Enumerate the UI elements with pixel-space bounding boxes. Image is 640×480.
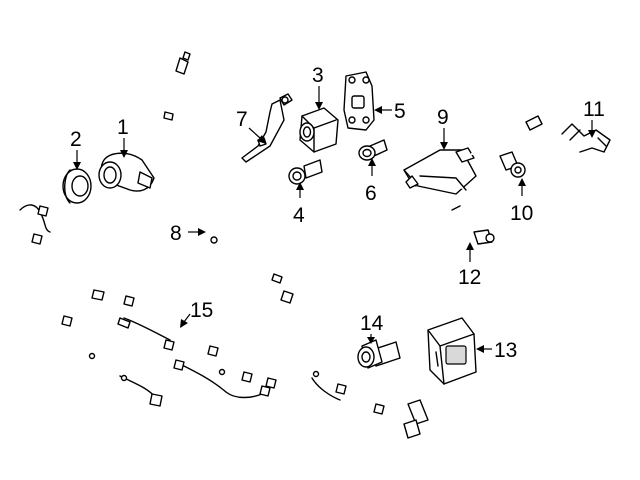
part-2-seal-ring — [62, 168, 92, 204]
part-13-control-module — [427, 317, 477, 385]
part-3-camera-module — [299, 107, 339, 153]
callout-12-label: 12 — [458, 266, 481, 289]
callout-15-label: 15 — [190, 299, 213, 322]
callout-8: 8 — [170, 222, 206, 245]
callout-3: 3 — [312, 64, 324, 110]
callout-8-label: 8 — [170, 222, 182, 245]
callout-3-label: 3 — [312, 64, 324, 87]
callout-1: 1 — [117, 116, 129, 158]
callout-11: 11 — [583, 98, 605, 138]
part-1-parking-sensor — [98, 152, 155, 192]
callout-14-label: 14 — [360, 312, 384, 335]
callout-7-label: 7 — [236, 108, 248, 131]
callout-5-label: 5 — [394, 100, 406, 123]
callout-4-label: 4 — [293, 204, 305, 227]
part-6-bolt — [358, 139, 388, 161]
part-14-bolt — [357, 339, 401, 369]
part-9-sensor-module — [403, 115, 543, 195]
callout-13-label: 13 — [494, 339, 517, 362]
part-4-bolt — [288, 159, 323, 185]
callout-6: 6 — [365, 158, 377, 205]
callout-1-label: 1 — [117, 116, 129, 139]
callout-11-label: 11 — [583, 98, 605, 121]
part-10-bolt — [499, 151, 526, 178]
callout-13: 13 — [476, 339, 517, 362]
callout-14: 14 — [360, 312, 384, 344]
callout-10: 10 — [510, 178, 533, 225]
callout-10-label: 10 — [510, 202, 533, 225]
callout-7: 7 — [236, 108, 266, 144]
callout-12: 12 — [458, 242, 481, 289]
callout-15: 15 — [180, 299, 213, 328]
callout-9-label: 9 — [437, 106, 449, 129]
callout-6-label: 6 — [365, 182, 377, 205]
callout-5: 5 — [374, 100, 406, 123]
part-15-main-harness — [17, 204, 429, 439]
callout-4: 4 — [293, 182, 305, 227]
callout-9: 9 — [437, 106, 449, 150]
part-11-clip — [561, 123, 611, 153]
part-5-mounting-plate — [343, 71, 375, 131]
part-8-harness — [160, 51, 294, 304]
part-12-pigtail — [426, 205, 495, 245]
callout-2: 2 — [70, 128, 82, 170]
callout-2-label: 2 — [70, 128, 82, 151]
